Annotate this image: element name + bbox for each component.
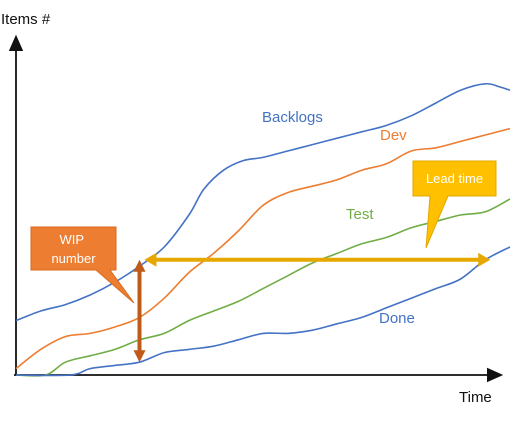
lead-time-callout-text: Lead time bbox=[426, 171, 483, 186]
series-line-dev bbox=[15, 127, 511, 370]
wip-callout-line-1: WIP bbox=[60, 232, 84, 247]
series-line-done bbox=[15, 246, 511, 377]
x-axis-label: Time bbox=[459, 389, 492, 406]
lead-time-arrow bbox=[144, 252, 491, 267]
series-label-dev: Dev bbox=[380, 127, 407, 144]
wip-callout-text: WIP number bbox=[51, 232, 96, 266]
wip-callout: WIP number bbox=[30, 226, 135, 304]
series-line-backlogs bbox=[15, 82, 511, 322]
series-label-done: Done bbox=[379, 310, 415, 327]
wip-callout-line-2: number bbox=[51, 251, 96, 266]
series-label-backlogs: Backlogs bbox=[262, 109, 323, 126]
wip-arrow bbox=[133, 259, 146, 363]
series-label-test: Test bbox=[346, 206, 374, 223]
y-axis-label: Items # bbox=[1, 11, 51, 28]
lead-time-callout: Lead time bbox=[412, 160, 497, 249]
